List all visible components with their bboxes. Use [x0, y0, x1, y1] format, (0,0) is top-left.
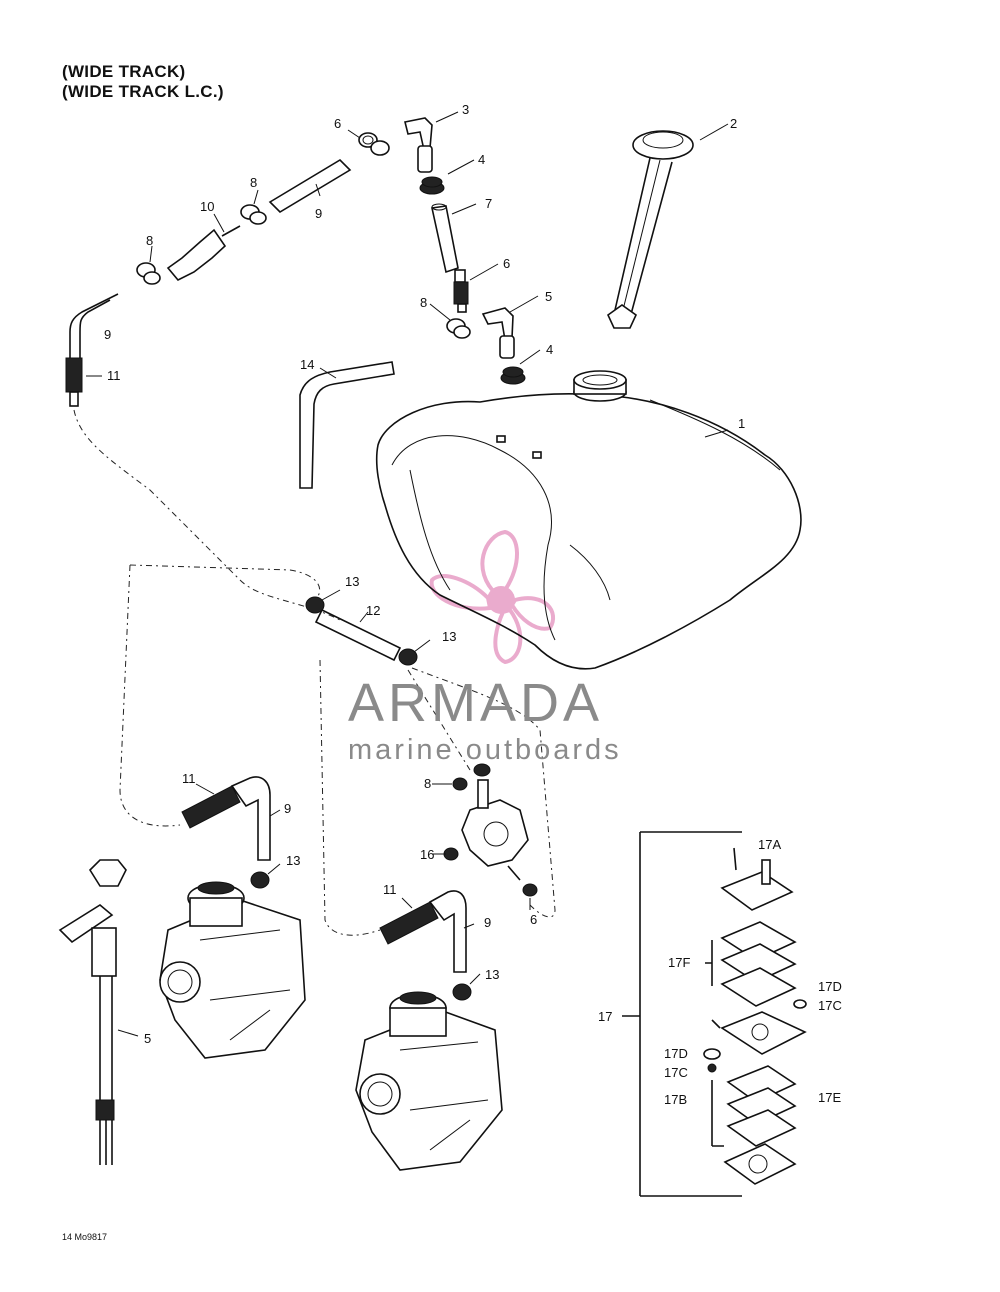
callout-2: 2 — [730, 116, 738, 131]
callout-13b: 13 — [442, 629, 457, 644]
hose-sleeve-11b — [181, 776, 271, 861]
callout-17: 17 — [598, 1009, 613, 1024]
diagram-code: 14 Mo9817 — [62, 1232, 108, 1242]
callout-5b: 5 — [144, 1031, 152, 1046]
callout-9c: 9 — [284, 801, 292, 816]
callout-14: 14 — [300, 357, 315, 372]
elbow-fitting-5 — [481, 307, 515, 359]
callout-6a: 6 — [334, 116, 342, 131]
elbow-fitting-3 — [404, 117, 433, 173]
callout-12: 12 — [366, 603, 381, 618]
model-title-2: (WIDE TRACK L.C.) — [62, 82, 224, 101]
callout-17c-2: 17C — [664, 1065, 688, 1080]
hose-7 — [431, 203, 459, 274]
callout-9b: 9 — [104, 327, 112, 342]
callout-17b: 17B — [664, 1092, 688, 1107]
clamp-8c — [136, 262, 161, 285]
hose-9-upper — [268, 158, 352, 214]
vent-hose-14 — [299, 361, 395, 489]
callout-4b: 4 — [546, 342, 554, 357]
callout-5a: 5 — [545, 289, 553, 304]
fuel-gauge-sender — [606, 130, 694, 329]
callout-8b: 8 — [146, 233, 154, 248]
clamp-13a — [305, 596, 325, 614]
clamp-8b — [240, 204, 267, 225]
fuel-tank — [375, 370, 802, 670]
callout-1: 1 — [738, 416, 746, 431]
pump-repair-kit — [622, 831, 807, 1197]
hose-sleeve-11a — [65, 357, 83, 407]
grommet-4a — [419, 176, 445, 195]
callout-9d: 9 — [484, 915, 492, 930]
hose-12 — [314, 608, 402, 662]
callout-9a: 9 — [315, 206, 323, 221]
hose-9-left — [69, 293, 119, 360]
callout-13a: 13 — [345, 574, 360, 589]
callout-11b: 11 — [182, 771, 196, 786]
primer-assembly — [58, 859, 127, 1165]
callout-11a: 11 — [107, 368, 121, 383]
clamp-13b — [398, 648, 418, 666]
fuel-line-routing — [73, 409, 556, 936]
callout-17e: 17E — [818, 1090, 842, 1105]
callout-13c: 13 — [286, 853, 301, 868]
check-valve-6 — [453, 269, 469, 313]
callout-8d: 8 — [424, 776, 432, 791]
carburetor-right — [355, 991, 503, 1171]
callout-11c: 11 — [383, 882, 397, 897]
callout-6b: 6 — [503, 256, 511, 271]
clamp-13d — [452, 983, 472, 1001]
callout-17c-1: 17C — [818, 998, 842, 1013]
clamp-13c — [250, 871, 270, 889]
callout-13d: 13 — [485, 967, 500, 982]
carburetor-left — [159, 881, 306, 1059]
callout-17f: 17F — [668, 955, 691, 970]
callout-6d: 6 — [530, 912, 538, 927]
callout-7: 7 — [485, 196, 493, 211]
callout-10: 10 — [200, 199, 215, 214]
leader-lines — [86, 111, 729, 1037]
callout-17a: 17A — [758, 837, 782, 852]
callout-8c: 8 — [420, 295, 428, 310]
callout-17d-2: 17D — [664, 1046, 688, 1061]
callout-8a: 8 — [250, 175, 258, 190]
callout-4a: 4 — [478, 152, 486, 167]
fuel-filter-10 — [166, 225, 241, 281]
hose-sleeve-11c — [379, 890, 467, 973]
callout-3: 3 — [462, 102, 470, 117]
callout-6c: 16 — [420, 847, 435, 862]
grommet-4b — [500, 366, 526, 385]
clamp-8d — [446, 318, 471, 339]
watermark-brand-name: ARMADA — [348, 673, 604, 733]
watermark-tagline: marine outboards — [348, 734, 622, 766]
model-title-1: (WIDE TRACK) — [62, 62, 186, 81]
clamp-8a — [358, 132, 390, 156]
callout-17d-1: 17D — [818, 979, 842, 994]
fuel-pump — [443, 763, 538, 897]
